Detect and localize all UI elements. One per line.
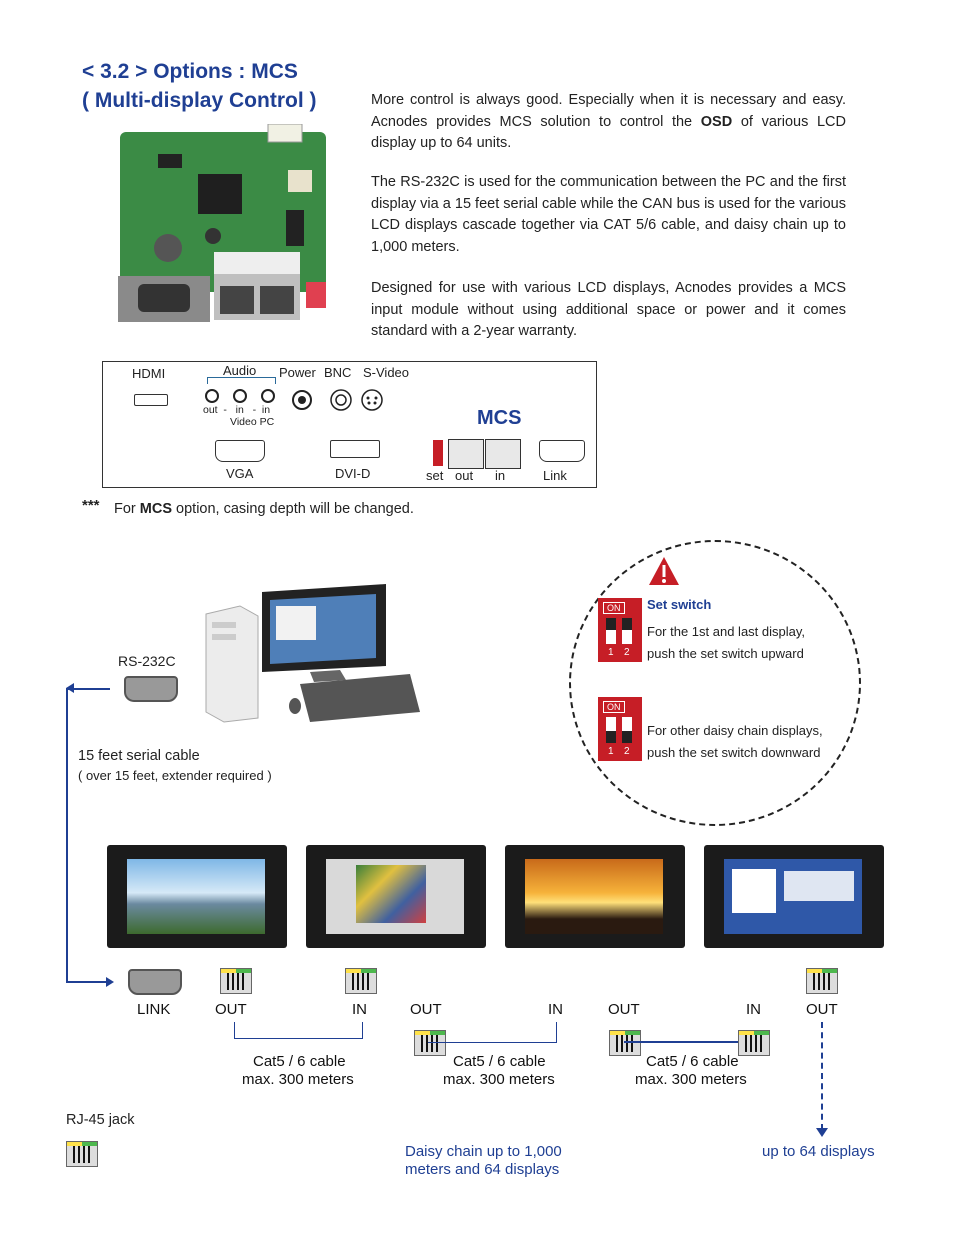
port-label-out-2: OUT: [410, 1001, 442, 1018]
set-switch-callout: [569, 540, 861, 826]
serial-cable-label: 15 feet serial cable: [78, 748, 200, 764]
cable-2-length: max. 300 meters: [443, 1071, 555, 1088]
set-switch-text-2b: push the set switch downward: [647, 745, 821, 760]
dip-number-2b: 2: [624, 746, 630, 757]
warning-icon: [648, 556, 680, 591]
cable-connection-3: [624, 1041, 738, 1043]
cable-1-length: max. 300 meters: [242, 1071, 354, 1088]
intro-paragraph-2: The RS-232C is used for the communicatio…: [371, 174, 846, 255]
rj45-legend-icon: [66, 1141, 98, 1167]
rj45-legend-label: RJ-45 jack: [66, 1112, 135, 1128]
serial-cable-bottom: [66, 981, 110, 983]
svideo-connector-icon: [360, 388, 384, 417]
dip-switch-up-icon: ON 1 2: [598, 598, 642, 662]
in-label: in: [495, 468, 506, 483]
audio-label: Audio: [223, 363, 257, 378]
arrow-right-icon: [106, 977, 114, 987]
cable-connection-1: [234, 1022, 363, 1039]
audio-sublabel-1: out - in - in: [203, 404, 271, 416]
audio-sublabel-2: Video PC: [230, 416, 275, 428]
monitor-2: [306, 845, 486, 948]
port-label-out-4: OUT: [806, 1001, 838, 1018]
link-port-icon: [539, 440, 585, 462]
power-jack-icon: [291, 389, 313, 416]
rear-panel-diagram: HDMI Audio out - in - in Video PC Power …: [102, 361, 597, 488]
cable-3-length: max. 300 meters: [635, 1071, 747, 1088]
intro-paragraph-1: More control is always good. Especially …: [371, 92, 847, 151]
dvid-label: DVI-D: [335, 466, 371, 481]
rs232c-label: RS-232C: [118, 653, 176, 669]
hdmi-label: HDMI: [132, 366, 166, 381]
section-title: < 3.2 > Options : MCS: [82, 60, 298, 83]
casing-note: For MCS option, casing depth will be cha…: [114, 501, 414, 517]
dip-number-1: 1: [608, 647, 614, 658]
set-switch-icon: [433, 440, 443, 466]
dip-number-2: 2: [624, 647, 630, 658]
dip-switch-down-icon: ON 1 2: [598, 697, 642, 761]
port-label-out-1: OUT: [215, 1001, 247, 1018]
bnc-label: BNC: [324, 365, 352, 380]
port-label-out-3: OUT: [608, 1001, 640, 1018]
rj45-out-4-icon: [806, 968, 838, 994]
svideo-label: S-Video: [363, 365, 410, 380]
hdmi-port-icon: [134, 394, 168, 406]
set-label: set: [426, 468, 444, 483]
set-switch-text-1b: push the set switch upward: [647, 646, 804, 661]
mcs-board-photo: [118, 123, 330, 324]
daisy-chain-text-1: Daisy chain up to 1,000: [405, 1143, 562, 1160]
rj45-in-4-icon: [738, 1030, 770, 1056]
port-label-in-3: IN: [548, 1001, 563, 1018]
audio-jacks-icon: [204, 388, 278, 409]
rs232c-port-icon: [124, 676, 178, 702]
bnc-connector-icon: [329, 388, 353, 417]
vga-port-icon: [215, 440, 265, 462]
dip-number-1b: 1: [608, 746, 614, 757]
audio-bracket: [207, 377, 276, 384]
monitor-3: [505, 845, 685, 948]
power-label: Power: [279, 365, 316, 380]
cable-1-label: Cat5 / 6 cable: [253, 1053, 346, 1070]
out-jack-icon: [448, 439, 484, 469]
intro-paragraph-3: Designed for use with various LCD displa…: [371, 280, 846, 339]
set-switch-text-2a: For other daisy chain displays,: [647, 723, 823, 738]
expansion-dashed-line: [821, 1022, 823, 1130]
mcs-label: MCS: [477, 407, 522, 429]
arrow-down-icon: [816, 1128, 828, 1137]
set-switch-text-1a: For the 1st and last display,: [647, 624, 806, 639]
port-label-link: LINK: [137, 1001, 171, 1018]
out-label: out: [455, 468, 474, 483]
serial-cable-note: ( over 15 feet, extender required ): [78, 768, 272, 783]
arrow-left-icon: [66, 683, 74, 693]
link-port-icon: [128, 969, 182, 995]
note-stars: ***: [82, 497, 100, 514]
cable-2-label: Cat5 / 6 cable: [453, 1053, 546, 1070]
link-label: Link: [543, 468, 567, 483]
pc-illustration: [200, 584, 430, 729]
dip-on-label-2: ON: [603, 701, 625, 713]
serial-cable-top: [66, 688, 110, 690]
up-to-64-displays: up to 64 displays: [762, 1143, 875, 1160]
vga-label: VGA: [226, 466, 254, 481]
rj45-out-3-icon: [609, 1030, 641, 1056]
monitor-1: [107, 845, 287, 948]
dip-on-label: ON: [603, 602, 625, 614]
rj45-in-2-icon: [345, 968, 377, 994]
dvid-port-icon: [330, 440, 380, 458]
cable-connection-2: [428, 1022, 557, 1043]
cable-3-label: Cat5 / 6 cable: [646, 1053, 739, 1070]
serial-cable-line: [66, 688, 68, 982]
monitor-4: [704, 845, 884, 948]
daisy-chain-text-2: meters and 64 displays: [405, 1161, 560, 1178]
in-jack-icon: [485, 439, 521, 469]
rj45-out-2-icon: [414, 1030, 446, 1056]
section-subtitle: ( Multi-display Control ): [82, 89, 317, 112]
rj45-out-1-icon: [220, 968, 252, 994]
port-label-in-4: IN: [746, 1001, 761, 1018]
set-switch-title: Set switch: [647, 597, 712, 612]
port-label-in-2: IN: [352, 1001, 367, 1018]
